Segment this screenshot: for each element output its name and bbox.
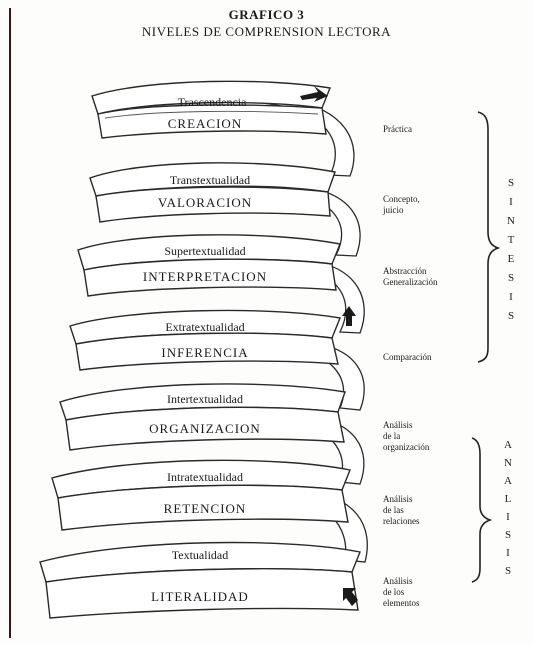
sintesis-letter: S	[508, 177, 514, 189]
analisis-letter: A	[504, 439, 512, 451]
level-7-upper-label: Textualidad	[172, 548, 228, 562]
level-3-main-label: INTERPRETACION	[143, 269, 267, 284]
sintesis-vertical-label: S I N T E S I S	[507, 177, 515, 322]
level-4-upper-label: Extratextualidad	[165, 320, 244, 334]
process-label-2: Concepto, juicio	[383, 194, 420, 216]
sintesis-letter: S	[508, 272, 514, 284]
analisis-vertical-label: A N A L I S I S	[504, 439, 512, 577]
analisis-letter: S	[505, 529, 511, 541]
level-5-main-label: ORGANIZACION	[149, 421, 261, 436]
entry-arrow-icon	[343, 588, 358, 606]
process-line: Comparación	[383, 352, 432, 362]
level-6-upper-label: Intratextualidad	[167, 470, 243, 484]
sintesis-letter: I	[509, 196, 513, 208]
level-5-upper-label: Intertextualidad	[167, 392, 243, 406]
process-label-7: Análisis de los elementos	[383, 576, 420, 609]
level-3-upper-label: Supertextualidad	[164, 244, 245, 258]
process-line: Análisis	[383, 494, 413, 504]
process-label-6: Análisis de las relaciones	[383, 494, 419, 527]
level-4-main-label: INFERENCIA	[161, 345, 248, 360]
sintesis-letter: E	[508, 253, 515, 265]
level-6-main-label: RETENCION	[164, 501, 247, 516]
analisis-brace	[471, 437, 493, 583]
sintesis-letter: N	[507, 215, 515, 227]
sintesis-letter: S	[508, 310, 514, 322]
left-margin-rule	[9, 8, 11, 638]
process-label-5: Análisis de la organización	[383, 420, 429, 453]
diagram-title: NIVELES DE COMPRENSION LECTORA	[141, 24, 392, 39]
sintesis-brace	[477, 111, 501, 363]
process-line: Generalización	[383, 277, 438, 287]
process-line: elementos	[383, 598, 420, 608]
analisis-letter: L	[505, 493, 512, 505]
analisis-letter: I	[506, 547, 510, 559]
level-7-main-label: LITERALIDAD	[151, 589, 249, 604]
process-label-3: Abstracción Generalización	[383, 266, 437, 288]
sintesis-letter: T	[508, 234, 515, 246]
level-1-upper-label: Trascendencia	[178, 95, 248, 109]
process-line: Concepto,	[383, 194, 420, 204]
level-1-main-label: CREACION	[168, 116, 242, 131]
level-band-1	[91, 80, 331, 139]
level-2-main-label: VALORACION	[158, 195, 252, 210]
analisis-letter: S	[505, 565, 511, 577]
process-line: relaciones	[383, 516, 420, 526]
process-line: organización	[383, 442, 430, 452]
process-label-1: Práctica	[383, 124, 412, 135]
sintesis-letter: I	[509, 291, 513, 303]
analisis-letter: A	[504, 475, 512, 487]
level-band-3	[77, 234, 341, 297]
process-line: Análisis	[383, 576, 413, 586]
process-line: de la	[383, 431, 401, 441]
process-line: de las	[383, 505, 404, 515]
graphic-number: GRAFICO 3	[228, 7, 305, 22]
process-line: Abstracción	[383, 266, 427, 276]
level-band-6	[51, 459, 351, 531]
process-line: Análisis	[383, 420, 413, 430]
up-arrow-icon	[342, 306, 356, 326]
level-2-upper-label: Transtextualidad	[170, 173, 250, 187]
level-band-5	[59, 383, 346, 451]
level-band-7	[39, 541, 361, 619]
level-band-4	[69, 309, 341, 371]
process-line: juicio	[383, 205, 404, 215]
process-line: de los	[383, 587, 405, 597]
analisis-letter: I	[506, 511, 510, 523]
process-label-4: Comparación	[383, 352, 432, 363]
level-band-2	[89, 162, 336, 223]
exit-arrow-icon	[300, 86, 328, 102]
analisis-letter: N	[504, 457, 512, 469]
process-line: Práctica	[383, 124, 412, 134]
